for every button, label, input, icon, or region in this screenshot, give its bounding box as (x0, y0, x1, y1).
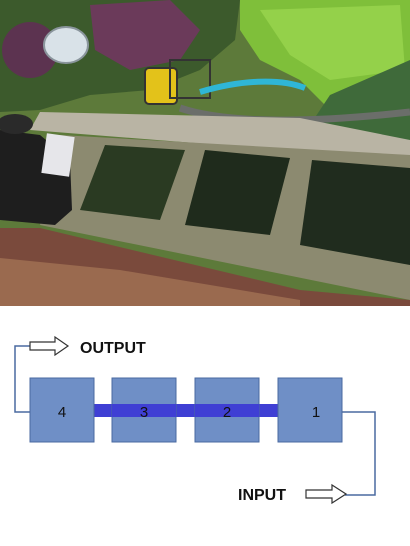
output-arrow-icon (29, 335, 70, 357)
tank-1-label: 1 (312, 404, 320, 421)
output-label: OUTPUT (80, 340, 146, 357)
tank-1: 1 (277, 377, 343, 443)
photo-tank-2 (185, 150, 290, 235)
flow-diagram: OUTPUT 4 3 2 1 INPUT (14, 335, 376, 505)
purple-leaves (90, 0, 200, 70)
input-arrow-icon (305, 483, 348, 505)
worker-cap (0, 114, 33, 134)
tank-4-label: 4 (58, 404, 66, 421)
photo-tank-1 (80, 145, 185, 220)
tank-2: 2 (194, 377, 260, 443)
gravel (30, 112, 410, 160)
bucket (43, 26, 89, 64)
pump-frame (169, 59, 211, 99)
tank-3: 3 (111, 377, 177, 443)
worker-paper (41, 133, 75, 177)
pond-surface-light (260, 5, 405, 80)
tank-2-label: 2 (223, 404, 231, 421)
input-label: INPUT (238, 487, 286, 504)
brick-edge (0, 258, 300, 306)
purple-leaves-clump (2, 22, 58, 78)
output-pipe (14, 345, 30, 413)
photo-tank-3 (300, 160, 410, 265)
tank-4: 4 (29, 377, 95, 443)
blue-hose (199, 78, 307, 95)
pond-filter-photo (0, 0, 410, 306)
input-pipe (342, 411, 376, 496)
tank-3-label: 3 (140, 404, 148, 421)
